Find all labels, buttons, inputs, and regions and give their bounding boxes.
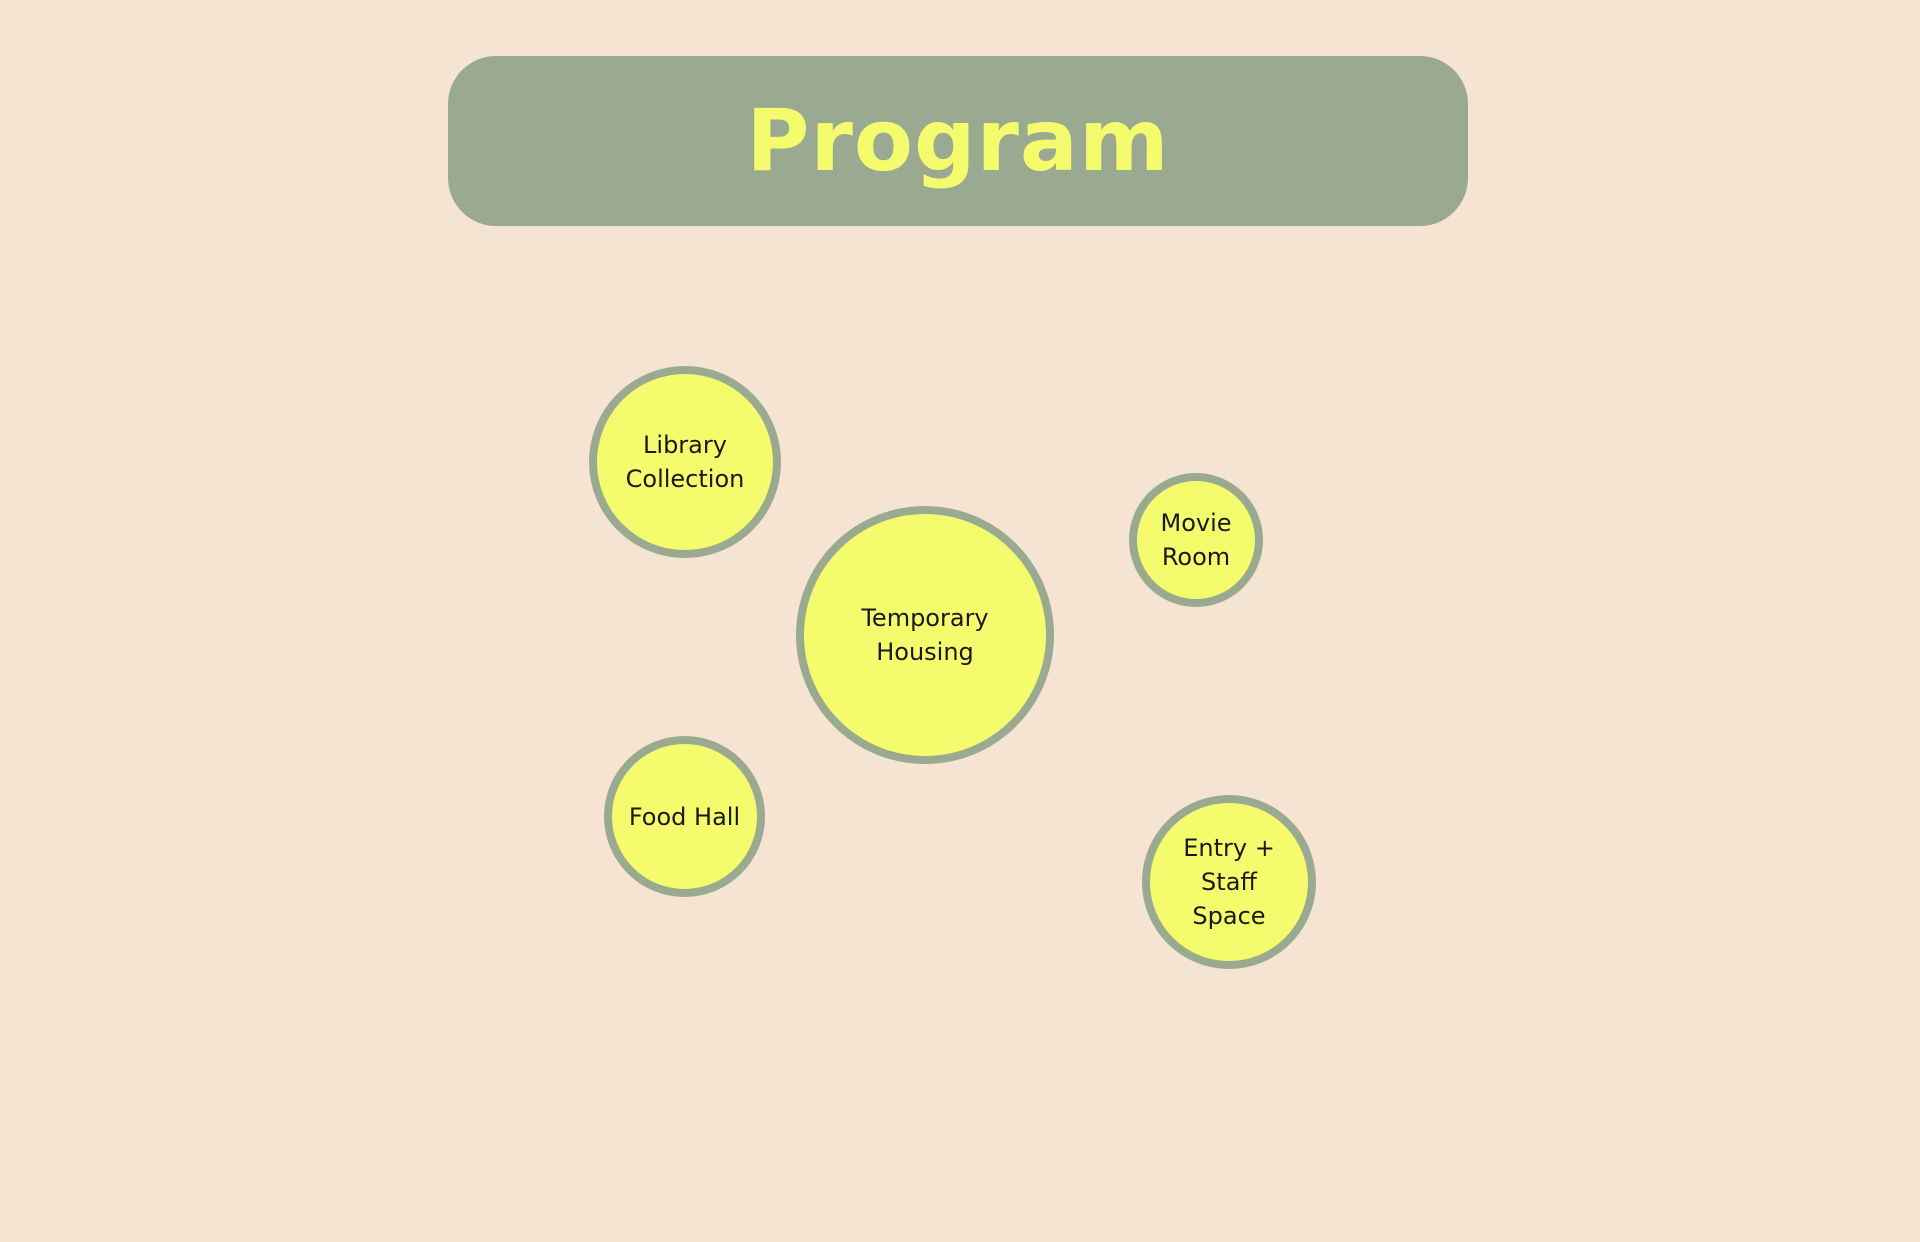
page-title: Program — [746, 91, 1170, 191]
bubble-label: Temporary Housing — [861, 604, 989, 666]
title-banner: Program — [448, 56, 1468, 226]
bubble-label: Movie Room — [1160, 509, 1232, 571]
bubble-movie-room: Movie Room — [1129, 473, 1263, 607]
bubble-library-collection: Library Collection — [589, 366, 781, 558]
bubble-label: Library Collection — [625, 431, 745, 493]
bubble-label: Entry + Staff Space — [1183, 834, 1275, 930]
bubble-label: Food Hall — [628, 802, 741, 831]
bubble-temporary-housing: Temporary Housing — [796, 506, 1054, 764]
bubble-food-hall: Food Hall — [604, 736, 765, 897]
bubble-entry-staff-space: Entry + Staff Space — [1142, 795, 1316, 969]
